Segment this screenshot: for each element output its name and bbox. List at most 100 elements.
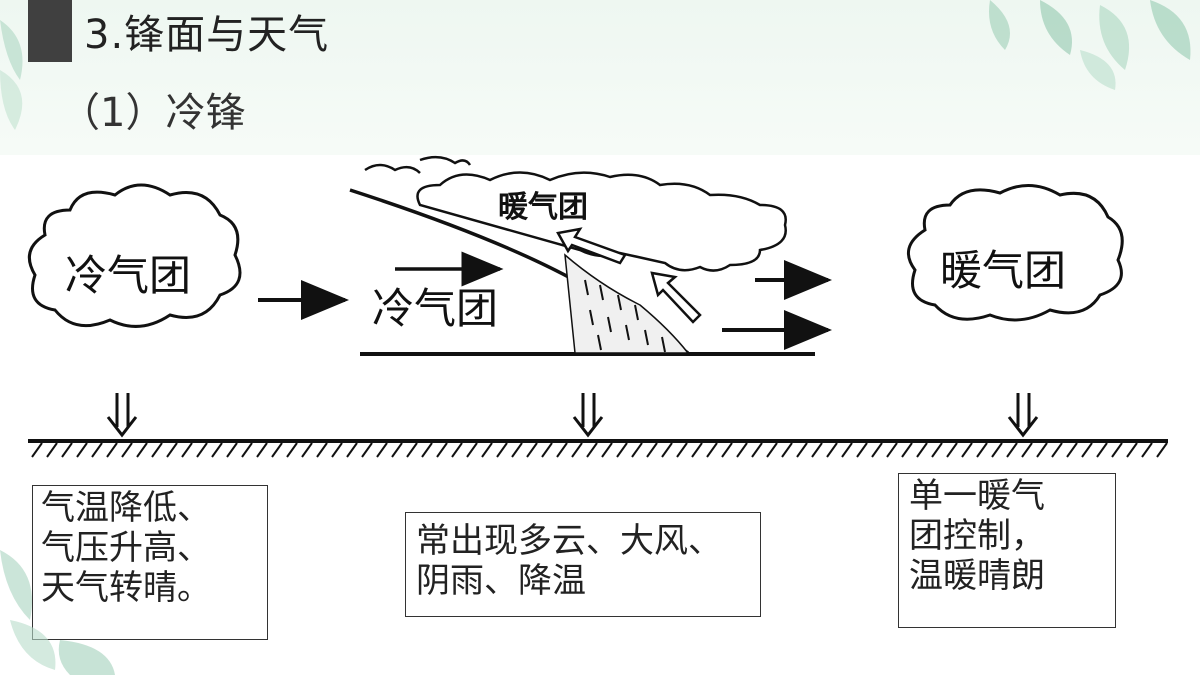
- middle-weather-box: 常出现多云、大风、 阴雨、降温: [405, 512, 761, 617]
- ground-hatch: [31, 442, 1168, 458]
- rain-dashes: [584, 279, 666, 353]
- ground-hatch-mark: [91, 442, 103, 458]
- ground-hatch-mark: [106, 442, 118, 458]
- ground-hatch-mark: [376, 442, 388, 458]
- ground-hatch-mark: [346, 442, 358, 458]
- ground-hatch-mark: [436, 442, 448, 458]
- ground-hatch-mark: [1036, 442, 1048, 458]
- rising-arrow-1: [556, 227, 627, 265]
- right-box-line: 单一暖气: [909, 476, 1045, 516]
- ground-hatch-mark: [826, 442, 838, 458]
- ground-hatch-mark: [676, 442, 688, 458]
- ground-hatch-mark: [856, 442, 868, 458]
- ground-hatch-mark: [331, 442, 343, 458]
- ground-hatch-mark: [541, 442, 553, 458]
- ground-hatch-mark: [916, 442, 928, 458]
- ground-hatch-mark: [766, 442, 778, 458]
- ground-hatch-mark: [76, 442, 88, 458]
- ground-hatch-mark: [136, 442, 148, 458]
- ground-hatch-mark: [841, 442, 853, 458]
- ground-hatch-mark: [751, 442, 763, 458]
- left-weather-box: 气温降低、 气压升高、 天气转晴。: [32, 485, 268, 640]
- leaf-decoration-top-right: [989, 0, 1191, 90]
- ground-hatch-mark: [241, 442, 253, 458]
- front-cold-label: 冷气团: [372, 284, 498, 333]
- ground-hatch-mark: [256, 442, 268, 458]
- ground-hatch-mark: [1111, 442, 1123, 458]
- rain-area: [564, 253, 690, 354]
- ground-hatch-mark: [946, 442, 958, 458]
- middle-box-line: 常出现多云、大风、: [416, 521, 722, 561]
- left-cloud-shape: [27, 183, 242, 328]
- ground-hatch-mark: [646, 442, 658, 458]
- ground-hatch-mark: [166, 442, 178, 458]
- ground-hatch-mark: [586, 442, 598, 458]
- rising-arrow-2: [650, 271, 702, 324]
- front-warm-label: 暖气团: [498, 190, 588, 225]
- right-cloud-shape: [906, 183, 1124, 322]
- leaf-decoration-bottom-left: [0, 550, 115, 675]
- ground-hatch-mark: [31, 442, 43, 458]
- ground-hatch-mark: [871, 442, 883, 458]
- title-accent-bar: [28, 0, 72, 62]
- ground-hatch-mark: [46, 442, 58, 458]
- diagram-panel: 冷气团 暖气团 冷气团 暖气团: [0, 155, 1200, 675]
- ground-hatch-mark: [1156, 442, 1168, 458]
- ground-hatch-mark: [61, 442, 73, 458]
- ground-hatch-mark: [526, 442, 538, 458]
- ground-hatch-mark: [451, 442, 463, 458]
- ground-hatch-mark: [781, 442, 793, 458]
- ground-hatch-mark: [721, 442, 733, 458]
- ground-hatch-mark: [631, 442, 643, 458]
- ground-hatch-mark: [706, 442, 718, 458]
- ground-hatch-mark: [1066, 442, 1078, 458]
- ground-hatch-mark: [271, 442, 283, 458]
- ground-hatch-mark: [736, 442, 748, 458]
- cold-front-diagram: 冷气团 暖气团 冷气团 暖气团: [27, 155, 1168, 458]
- ground-hatch-mark: [1126, 442, 1138, 458]
- ground-hatch-mark: [571, 442, 583, 458]
- slide-title: 3.锋面与天气: [84, 12, 330, 58]
- ground-hatch-mark: [151, 442, 163, 458]
- ground-hatch-mark: [1081, 442, 1093, 458]
- ground-hatch-mark: [406, 442, 418, 458]
- ground-hatch-mark: [796, 442, 808, 458]
- ground-hatch-mark: [556, 442, 568, 458]
- down-arrow-middle: [572, 393, 604, 438]
- ground-hatch-mark: [616, 442, 628, 458]
- left-box-line: 天气转晴。: [41, 568, 211, 608]
- ground-hatch-mark: [811, 442, 823, 458]
- ground-hatch-mark: [601, 442, 613, 458]
- left-box-line: 气压升高、: [41, 528, 211, 568]
- left-box-line: 气温降低、: [41, 488, 211, 528]
- right-weather-box: 单一暖气 团控制， 温暖晴朗: [898, 473, 1116, 628]
- ground-hatch-mark: [211, 442, 223, 458]
- cloud-wisp-1: [364, 163, 421, 174]
- ground-hatch-mark: [1141, 442, 1153, 458]
- middle-box-line: 阴雨、降温: [416, 561, 586, 601]
- ground-hatch-mark: [301, 442, 313, 458]
- ground-hatch-mark: [121, 442, 133, 458]
- ground-hatch-mark: [886, 442, 898, 458]
- slide-subtitle: （1）冷锋: [60, 90, 246, 136]
- cloud-wisp-2: [419, 155, 472, 166]
- ground-hatch-mark: [991, 442, 1003, 458]
- ground-hatch-mark: [931, 442, 943, 458]
- ground-hatch-mark: [391, 442, 403, 458]
- down-arrow-left: [106, 393, 138, 438]
- ground-hatch-mark: [466, 442, 478, 458]
- down-arrow-right: [1007, 393, 1039, 438]
- ground-hatch-mark: [1006, 442, 1018, 458]
- ground-hatch-mark: [1096, 442, 1108, 458]
- ground-hatch-mark: [511, 442, 523, 458]
- ground-hatch-mark: [316, 442, 328, 458]
- ground-hatch-mark: [901, 442, 913, 458]
- warm-cloud-shape: [416, 171, 787, 272]
- ground-hatch-mark: [196, 442, 208, 458]
- ground-hatch-mark: [481, 442, 493, 458]
- right-cloud-label: 暖气团: [940, 246, 1066, 295]
- leaf-decoration-top-left: [0, 20, 23, 130]
- right-box-line: 团控制，: [909, 516, 1045, 556]
- right-box-line: 温暖晴朗: [909, 556, 1045, 596]
- ground-hatch-mark: [496, 442, 508, 458]
